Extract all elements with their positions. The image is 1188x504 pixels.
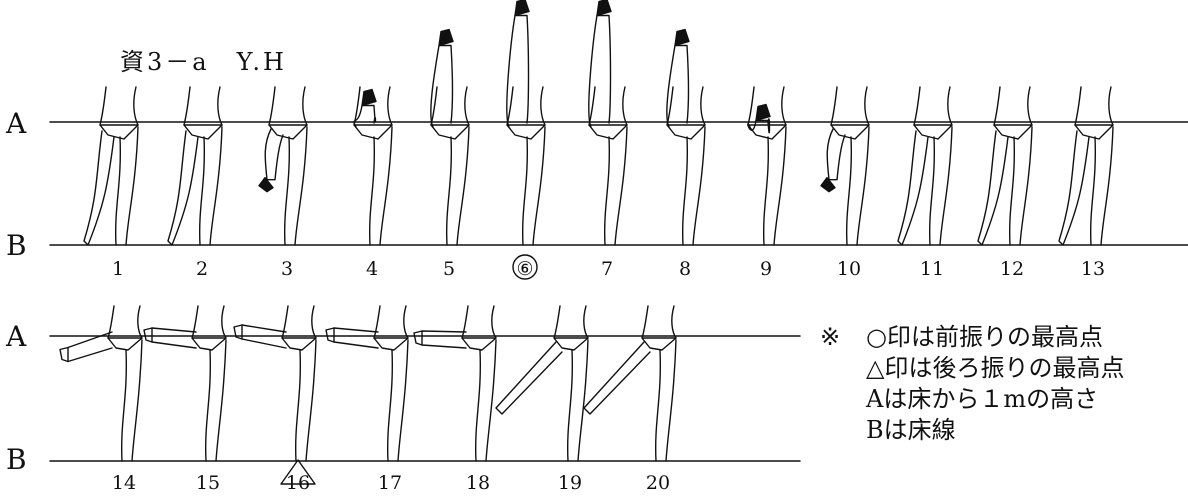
leg-figure [414,306,496,461]
frame-number: 15 [188,472,228,494]
frame-number: 11 [912,258,952,280]
frame-number: 9 [746,258,786,280]
frame-number: 18 [458,472,498,494]
leg-figure [496,306,588,461]
note-line-3: Aは床から１mの高さ [820,384,1124,415]
frame-number: 8 [665,258,705,280]
leg-figure [60,306,142,461]
leg-figure [168,87,222,245]
frame-number: ⑥ [505,258,545,280]
leg-figure [978,87,1032,245]
leg-figure [234,306,316,461]
frame-number: 16 [278,472,318,494]
leg-figure [259,87,307,245]
leg-figure [748,87,786,245]
frame-number: 5 [429,258,469,280]
leg-figure [354,87,392,245]
frame-number: 3 [267,258,307,280]
leg-figure [144,306,226,461]
leg-figure [431,30,469,246]
frame-number: 19 [550,472,590,494]
frame-number: 10 [829,258,869,280]
frame-number: 20 [638,472,678,494]
notes: ※ ○印は前振りの最高点 △印は後ろ振りの最高点 Aは床から１mの高さ Bは床線 [820,322,1124,446]
frame-number: 7 [587,258,627,280]
note-line-2: △印は後ろ振りの最高点 [820,353,1124,384]
frame-number: 2 [182,258,222,280]
note-line-1: ○印は前振りの最高点 [820,322,1124,353]
leg-figure [898,87,952,245]
frame-number: 4 [352,258,392,280]
frame-number: 1 [98,258,138,280]
leg-figure [667,30,705,246]
leg-figure [1059,87,1113,245]
note-line-4: Bは床線 [820,415,1124,446]
leg-figure [821,87,869,245]
frame-number: 14 [104,472,144,494]
note-mark: ※ [820,322,840,353]
frame-number: 12 [992,258,1032,280]
leg-figure [584,306,676,461]
frame-number: 13 [1073,258,1113,280]
frame-number: 17 [370,472,410,494]
leg-figure [84,87,138,245]
leg-figure [326,306,408,461]
